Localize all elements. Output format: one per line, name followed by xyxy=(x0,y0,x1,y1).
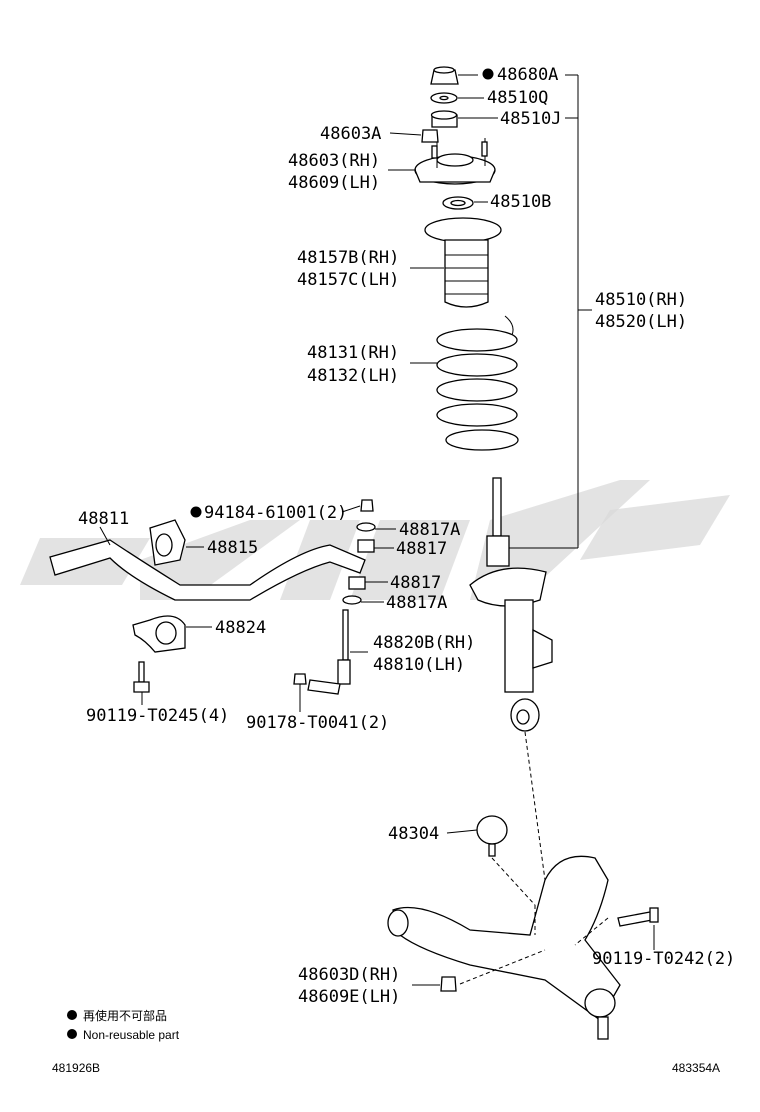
callout-48817A-lower: 48817A xyxy=(386,593,447,613)
legend-japanese: 再使用不可部品 xyxy=(83,1008,167,1023)
bushing-bracket-part xyxy=(132,615,186,653)
callout-48157B-rh: 48157B(RH) xyxy=(297,248,399,268)
callout-48520-lh: 48520(LH) xyxy=(595,312,687,332)
link-cushion-parts xyxy=(342,499,376,605)
callout-48810-lh: 48810(LH) xyxy=(373,655,465,675)
assembly-dashed-lines xyxy=(459,731,609,985)
callout-94184-61001: 94184-61001(2) xyxy=(204,503,347,523)
callout-48817-upper: 48817 xyxy=(396,539,447,559)
callout-48304: 48304 xyxy=(388,824,439,844)
callout-48609E-lh: 48609E(LH) xyxy=(298,987,400,1007)
link-nut-part xyxy=(293,673,307,685)
callout-48131-rh: 48131(RH) xyxy=(307,343,399,363)
footer-codes: 481926B 483354A xyxy=(52,1061,720,1075)
washer-part xyxy=(430,92,458,104)
lower-arm-part xyxy=(387,855,621,1040)
ball-joint-part xyxy=(476,815,508,857)
strut-nut-part xyxy=(430,66,459,85)
non-reusable-marker-icon xyxy=(67,1029,77,1039)
legend: 再使用不可部品 Non-reusable part xyxy=(67,1008,180,1042)
bracket-bolt-part xyxy=(133,661,150,693)
callout-48820B-rh: 48820B(RH) xyxy=(373,633,475,653)
dust-boot-part xyxy=(424,217,502,308)
lower-arm-bolt-part xyxy=(617,907,659,927)
callout-labels: 48680A 48510Q 48510J 48603A 48603(RH) 48… xyxy=(78,65,735,1007)
footer-right-code: 483354A xyxy=(672,1061,720,1075)
callout-48824: 48824 xyxy=(215,618,266,638)
callout-90178-T0041: 90178-T0041(2) xyxy=(246,713,389,733)
callout-90119-T0242: 90119-T0242(2) xyxy=(592,949,735,969)
callout-48609-lh: 48609(LH) xyxy=(288,173,380,193)
callout-48603D-rh: 48603D(RH) xyxy=(298,965,400,985)
legend-english: Non-reusable part xyxy=(83,1028,180,1042)
callout-48603A: 48603A xyxy=(320,124,381,144)
non-reusable-marker-icon xyxy=(482,68,494,80)
non-reusable-marker-icon xyxy=(67,1010,77,1020)
callout-48603-rh: 48603(RH) xyxy=(288,151,380,171)
callout-48817-lower: 48817 xyxy=(390,573,441,593)
callout-48680A: 48680A xyxy=(497,65,558,85)
callout-48510B: 48510B xyxy=(490,192,551,212)
lower-arm-nut-part xyxy=(440,976,457,992)
callout-48811: 48811 xyxy=(78,509,129,529)
stabilizer-bar-part xyxy=(49,539,366,601)
callout-48510Q: 48510Q xyxy=(487,88,548,108)
stabilizer-bushing-part xyxy=(149,519,186,566)
callout-48132-lh: 48132(LH) xyxy=(307,366,399,386)
shock-absorber-part xyxy=(469,477,553,732)
callout-48510-rh: 48510(RH) xyxy=(595,290,687,310)
leader-lines xyxy=(99,74,655,986)
callout-90119-T0245: 90119-T0245(4) xyxy=(86,706,229,726)
coil-spring-part xyxy=(436,315,519,451)
callout-48510J: 48510J xyxy=(500,109,561,129)
mount-nut-part xyxy=(421,129,439,143)
non-reusable-marker-icon xyxy=(190,506,202,518)
spring-bearing-part xyxy=(442,196,474,210)
callout-48815: 48815 xyxy=(207,538,258,558)
bushing-part xyxy=(430,110,458,128)
callout-48157C-lh: 48157C(LH) xyxy=(297,270,399,290)
footer-left-code: 481926B xyxy=(52,1061,100,1075)
callout-48817A-upper: 48817A xyxy=(399,520,460,540)
upper-support-part xyxy=(414,138,496,185)
stabilizer-link-part xyxy=(307,609,351,695)
